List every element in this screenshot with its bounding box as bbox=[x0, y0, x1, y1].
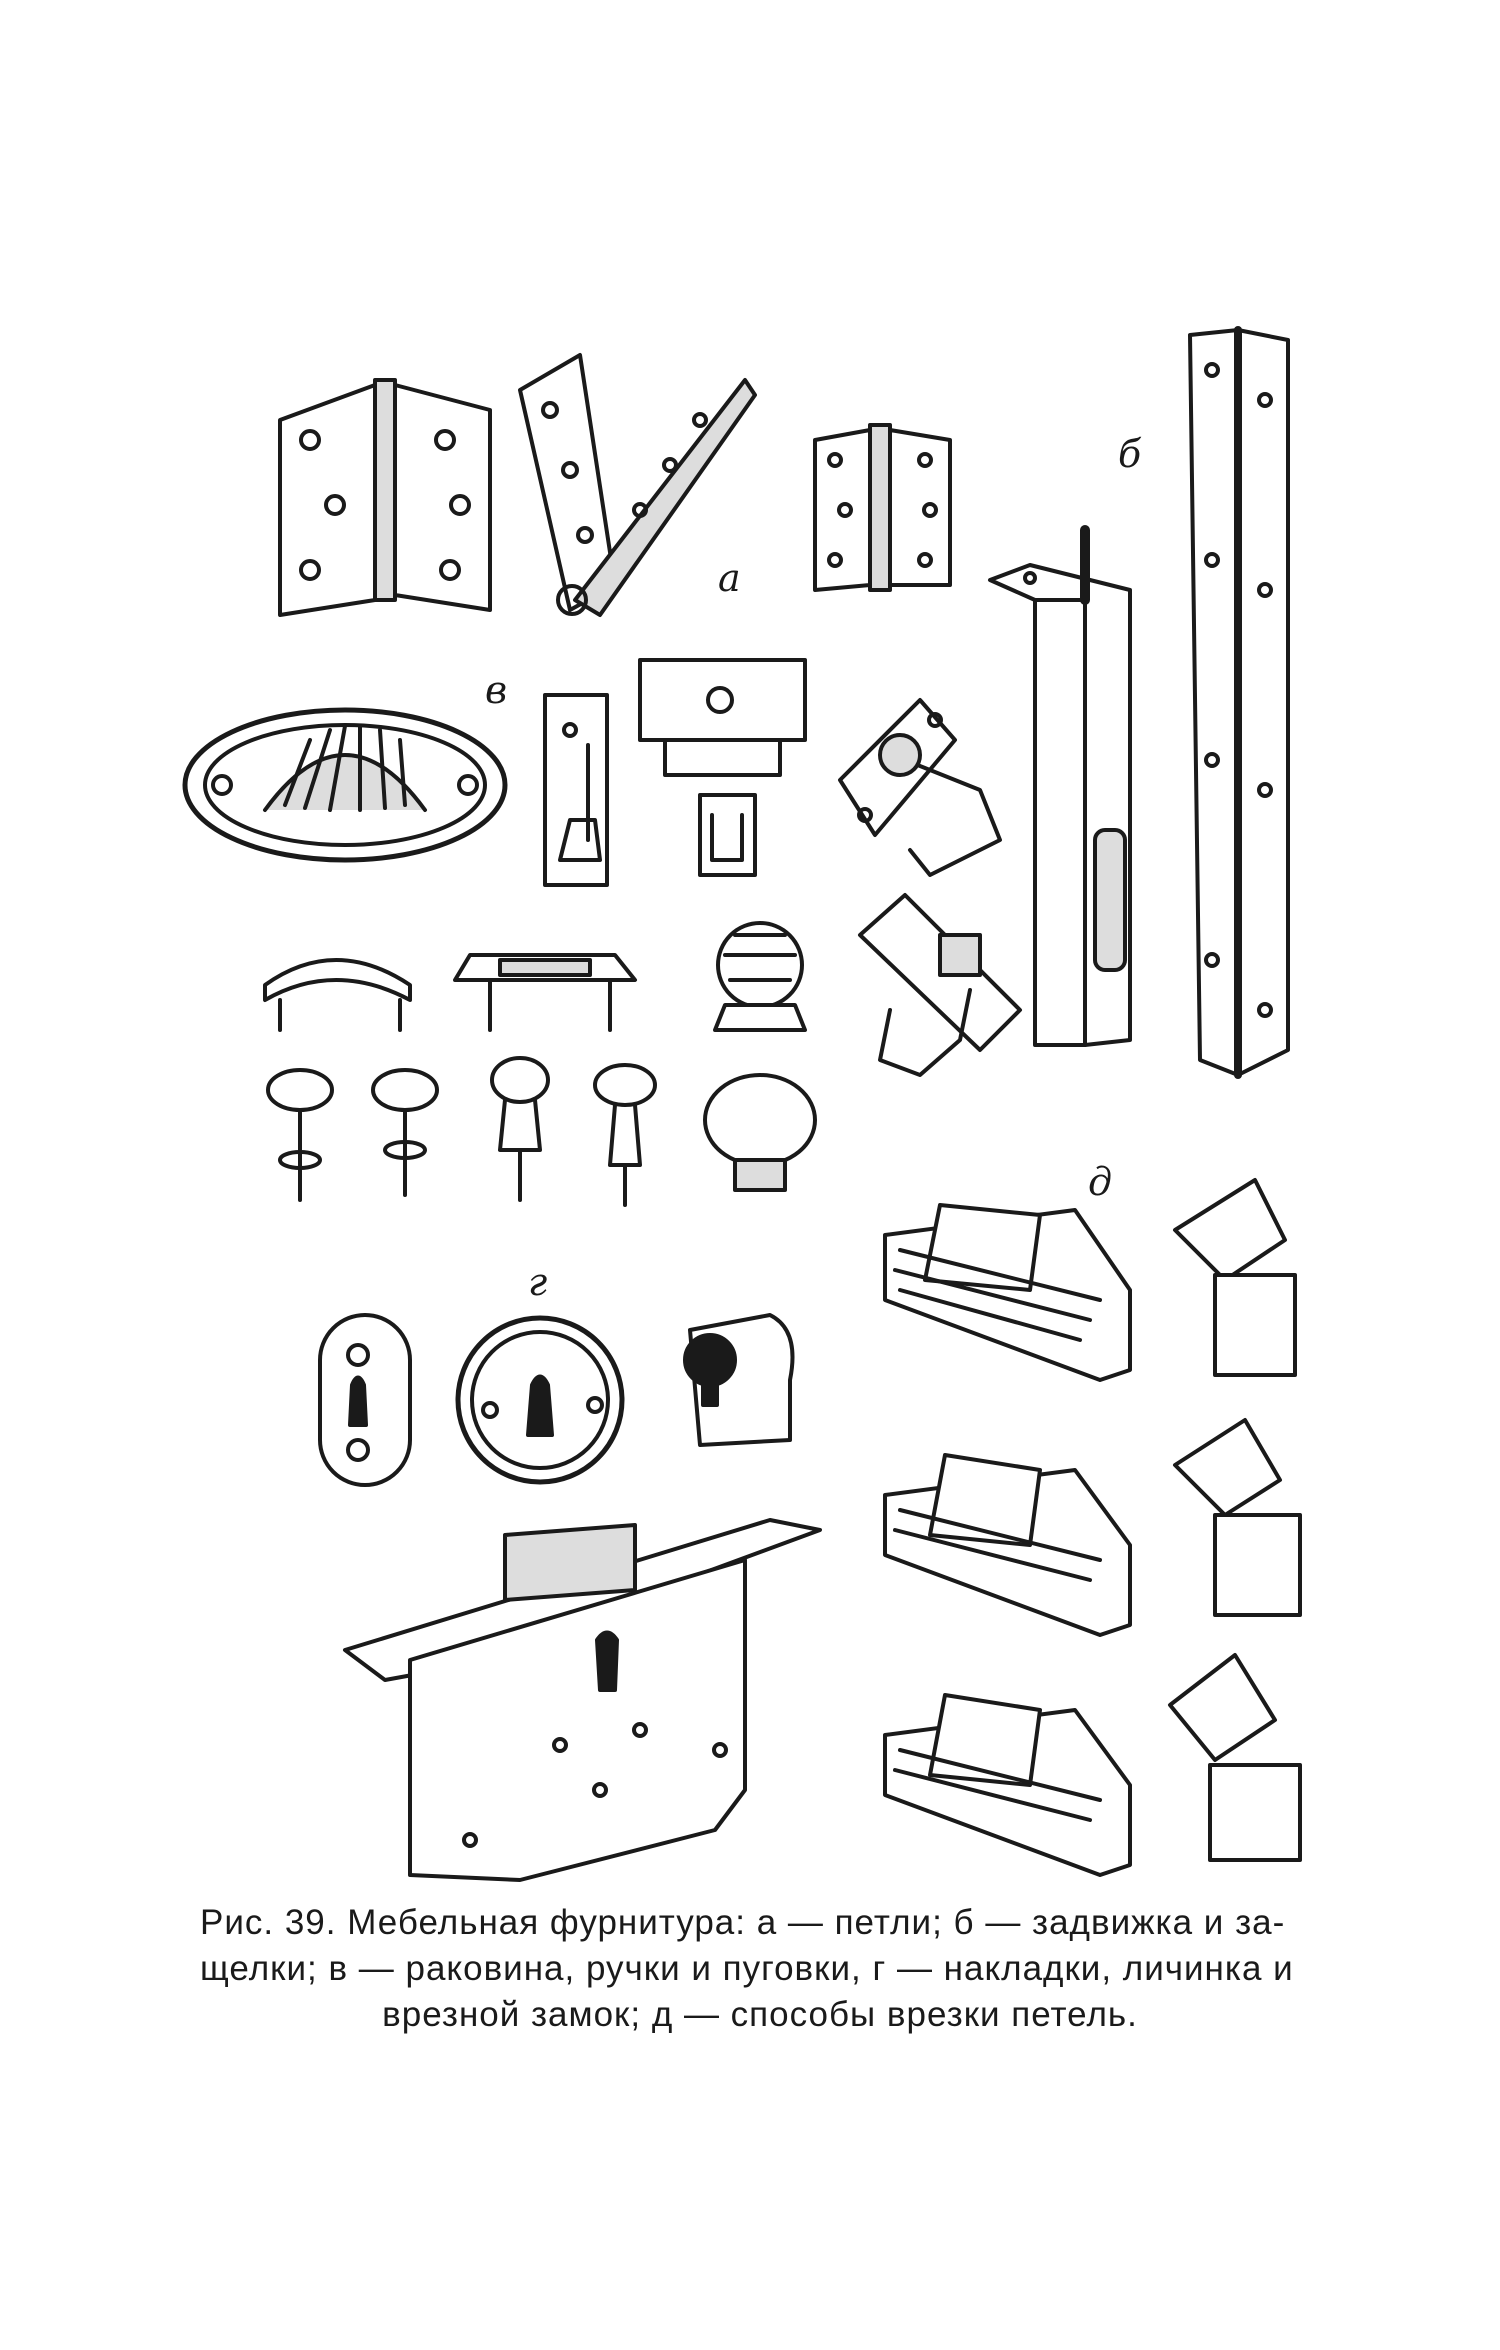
bail-pull bbox=[638, 658, 807, 777]
small-hinge bbox=[813, 423, 952, 592]
small-bail-pull bbox=[698, 793, 757, 877]
panel-label-a: а bbox=[718, 556, 741, 600]
round-knob bbox=[703, 1073, 817, 1192]
panel-label-v: в bbox=[485, 668, 508, 712]
hinge-mounting-3 bbox=[883, 1653, 1302, 1877]
panel-label-g: г bbox=[528, 1260, 548, 1304]
faceted-knob bbox=[713, 921, 807, 1032]
hinge-mounting-2 bbox=[883, 1418, 1302, 1637]
ball-catch bbox=[838, 698, 1002, 877]
panel-label-d: д bbox=[1088, 1160, 1113, 1204]
round-escutcheon bbox=[455, 1315, 625, 1485]
lock-cylinder bbox=[683, 1313, 795, 1447]
drop-pull-escutcheon bbox=[543, 693, 609, 887]
panel-label-b: б bbox=[1118, 432, 1142, 476]
butt-hinge-open bbox=[278, 378, 492, 617]
button-knobs bbox=[266, 1056, 657, 1207]
hinge-mounting-1 bbox=[883, 1178, 1297, 1382]
arched-handle bbox=[263, 958, 412, 1032]
mortise-lock bbox=[343, 1518, 822, 1882]
caption-line-2: щелки; в — раковина, ручки и пуговки, г … bbox=[200, 1949, 1294, 1988]
oval-escutcheon bbox=[318, 1313, 412, 1487]
figure-caption: Рис. 39. Мебельная фурнитура: а — петли;… bbox=[200, 1900, 1320, 2038]
bar-handle bbox=[453, 953, 637, 1032]
strap-hinge-angled bbox=[518, 353, 757, 617]
caption-line-3: врезной замок; д — способы врезки петель… bbox=[382, 1995, 1138, 2034]
shell-pull bbox=[182, 707, 508, 863]
roller-catch bbox=[858, 893, 1022, 1077]
slide-bolt bbox=[988, 525, 1132, 1047]
caption-line-1: Рис. 39. Мебельная фурнитура: а — петли;… bbox=[200, 1903, 1286, 1942]
piano-hinge bbox=[1188, 326, 1290, 1079]
